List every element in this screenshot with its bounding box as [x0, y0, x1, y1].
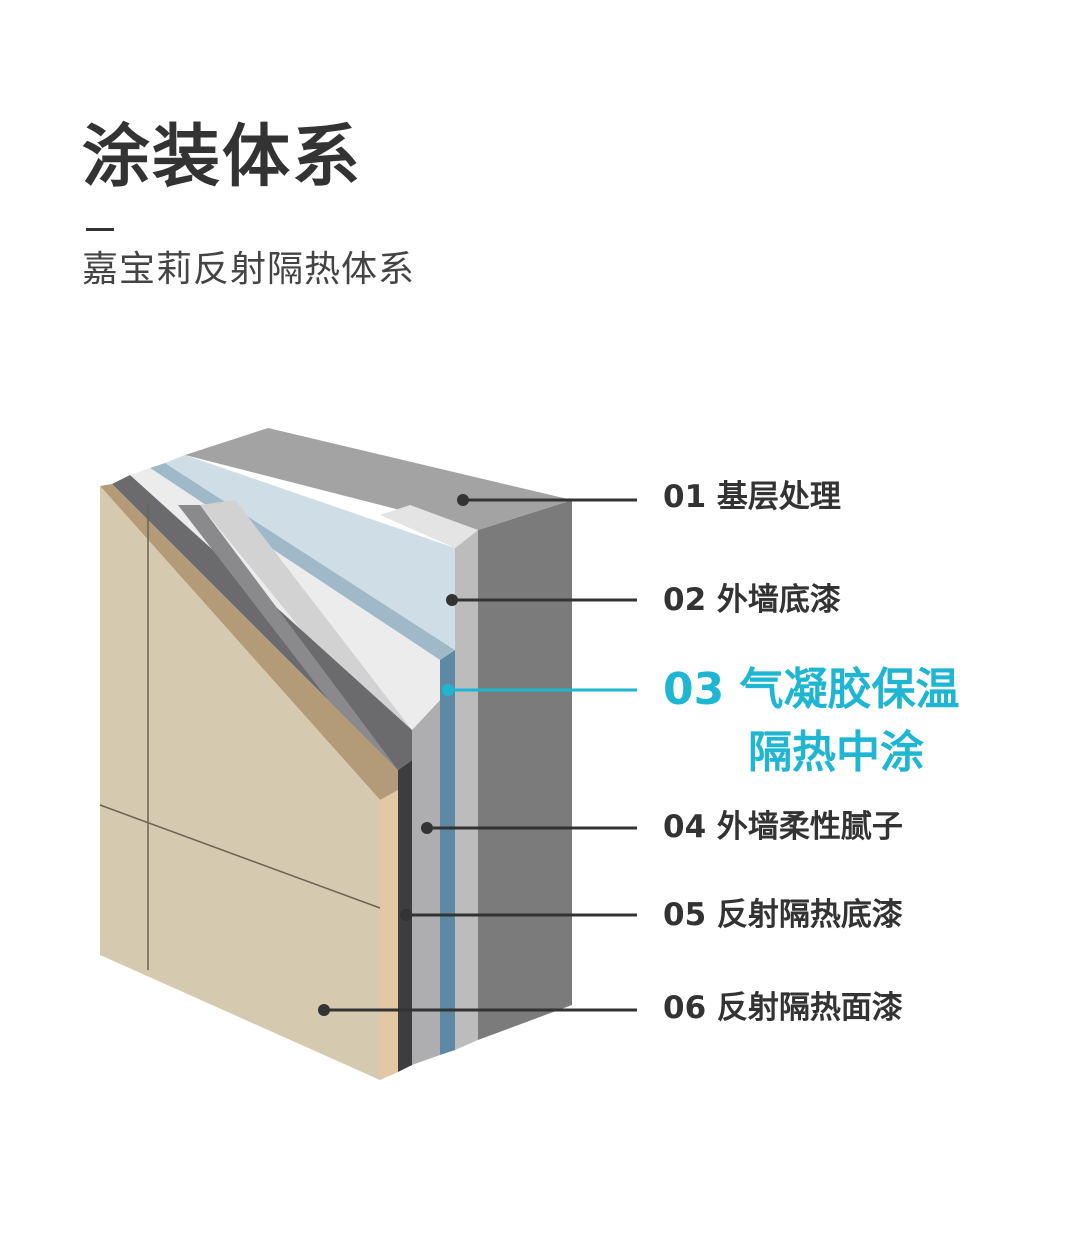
- layer-label-5: 05 反射隔热底漆: [663, 897, 903, 933]
- layer-label-2: 02 外墙底漆: [663, 582, 841, 618]
- title-divider: [86, 228, 114, 231]
- leader-dot-2: [446, 594, 458, 606]
- layer-label-3: 03 气凝胶保温: [663, 664, 960, 715]
- base-wall-front-face: [478, 500, 572, 1040]
- layer-label-3-line2: 隔热中涂: [748, 727, 924, 778]
- leader-dot-5: [400, 909, 412, 921]
- layer-putty: [412, 700, 440, 1065]
- page-title: 涂装体系: [82, 118, 363, 197]
- layer-topcoat-bevel: [100, 484, 398, 800]
- leader-dot-4: [421, 822, 433, 834]
- layer-primer: [455, 530, 478, 1050]
- layer-reflective-primer-mid: [178, 505, 398, 780]
- leader-dot-3: [442, 684, 454, 696]
- layer-label-6: 06 反射隔热面漆: [663, 990, 903, 1026]
- layer-topcoat-edge: [380, 790, 398, 1080]
- base-wall-top-face: [185, 428, 572, 530]
- leader-dot-1: [457, 494, 469, 506]
- page-subtitle: 嘉宝莉反射隔热体系: [82, 249, 416, 290]
- layer-label-4: 04 外墙柔性腻子: [663, 809, 903, 845]
- layer-label-1: 01 基层处理: [663, 479, 841, 515]
- panel-joint-horizontal: [99, 804, 381, 909]
- layer-primer-top: [380, 505, 478, 548]
- layer-aerogel: [440, 650, 455, 1055]
- layer-topcoat-face: [100, 486, 380, 1080]
- leader-dot-6: [318, 1004, 330, 1016]
